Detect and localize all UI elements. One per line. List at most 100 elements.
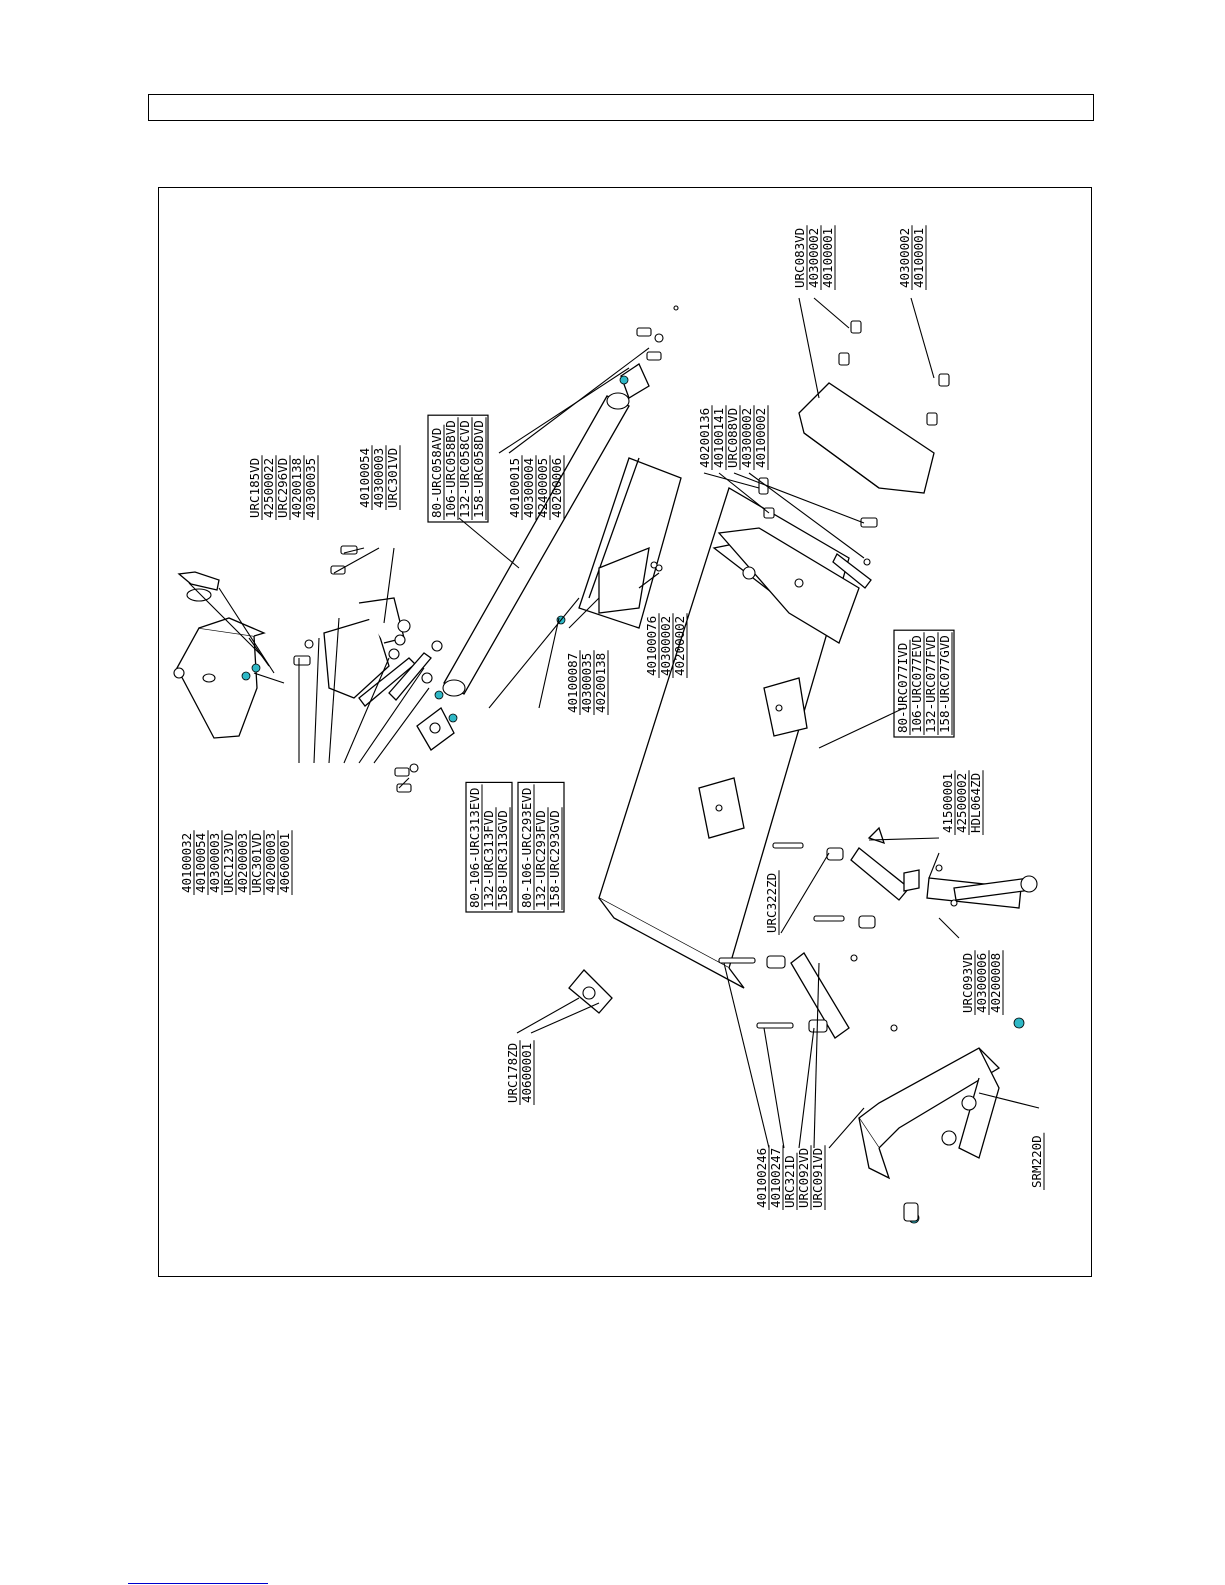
long-shaft: [442, 392, 630, 697]
part-number-label: 80-URC058AVD: [429, 428, 444, 518]
part-number-label: URC301VD: [385, 448, 400, 508]
tube-assembly: [556, 457, 682, 629]
part-number-label: 158-URC058DVD: [471, 420, 486, 518]
part-number-label: HDL064ZD: [968, 773, 983, 833]
bracket-bolts: [241, 545, 443, 684]
part-number-label: 40300002: [658, 616, 673, 676]
part-number-label: 40100002: [753, 408, 768, 468]
part-number-label: 40300002: [739, 408, 754, 468]
part-number-label: URC178ZD: [505, 1043, 520, 1103]
bracket-urc301: [323, 597, 405, 699]
part-number-label: 132-URC058CVD: [457, 420, 472, 518]
part-number-label: 40100246: [754, 1148, 769, 1208]
part-number-label: 42400005: [535, 458, 550, 518]
part-number-label: 40100247: [768, 1148, 783, 1208]
part-number-label: URC185VD: [247, 458, 262, 518]
diagram-canvas: URC185VD42500022URC296VD4020013840300035…: [173, 225, 1045, 1224]
part-number-label: 40300035: [303, 458, 318, 518]
part-number-label: 40300004: [521, 458, 536, 518]
part-number-label: URC301VD: [249, 833, 264, 893]
left-cover-part: [173, 617, 266, 739]
shaft-end-bearing: [619, 305, 679, 399]
main-body-housing: [598, 487, 860, 989]
part-number-label: 40300003: [207, 833, 222, 893]
header-box: [148, 94, 1094, 121]
part-number-label: URC321D: [782, 1155, 797, 1208]
part-number-label: SRM220D: [1029, 1135, 1044, 1188]
part-number-label: 132-URC077FVD: [923, 635, 938, 733]
part-number-label: 41500001: [940, 773, 955, 833]
part-number-label: URC091VD: [810, 1148, 825, 1208]
frame-srm220: [858, 1017, 1025, 1224]
part-number-label: 40100001: [820, 228, 835, 288]
label-box: [427, 414, 489, 523]
part-number-label: 42500002: [954, 773, 969, 833]
part-number-label: 40300006: [974, 953, 989, 1013]
label-group-g-link: URC322ZD: [764, 870, 780, 935]
part-number-label: 40600001: [519, 1043, 534, 1103]
plate-urc178: [568, 969, 613, 1014]
guard-urc083: [798, 320, 950, 494]
leader-lines: [188, 297, 1040, 1149]
part-number-label: 40300002: [897, 228, 912, 288]
part-number-label: 80-URC077IVD: [895, 643, 910, 733]
label-box: [465, 781, 513, 913]
part-number-label: URC093VD: [960, 953, 975, 1013]
part-number-label: 40200138: [593, 653, 608, 713]
small-hinge: [394, 690, 458, 793]
part-number-label: URC083VD: [792, 228, 807, 288]
part-number-label: 80-106-URC313EVD: [467, 788, 482, 908]
part-number-label: 40100001: [911, 228, 926, 288]
part-number-label: 158-URC313GVD: [495, 810, 510, 908]
part-number-label: 40100032: [179, 833, 194, 893]
label-box: [517, 781, 565, 913]
part-number-label: 40300003: [371, 448, 386, 508]
part-number-label: 40200136: [697, 408, 712, 468]
part-number-label: URC296VD: [275, 458, 290, 518]
part-number-label: 40200003: [235, 833, 250, 893]
part-number-label: 40200003: [263, 833, 278, 893]
part-number-label: 40100054: [193, 833, 208, 893]
part-number-label: 40300035: [579, 653, 594, 713]
part-number-label: 106-URC077EVD: [909, 635, 924, 733]
part-number-label: 40100141: [711, 408, 726, 468]
part-number-label: 40200002: [672, 616, 687, 676]
part-number-label: URC322ZD: [764, 873, 779, 933]
part-number-label: URC123VD: [221, 833, 236, 893]
part-number-label: 158-URC293GVD: [547, 810, 562, 908]
footer-link-underline: [128, 1583, 268, 1584]
part-number-label: 158-URC077GVD: [937, 635, 952, 733]
label-group-g-frame: SRM220D: [1029, 1132, 1045, 1190]
part-number-label: URC092VD: [796, 1148, 811, 1208]
top-bracket-plate: [177, 571, 220, 602]
part-number-label: 40200006: [549, 458, 564, 518]
part-number-label: 132-URC293FVD: [533, 810, 548, 908]
part-number-label: 42500022: [261, 458, 276, 518]
part-number-label: 132-URC313FVD: [481, 810, 496, 908]
part-number-label: 106-URC058BVD: [443, 420, 458, 518]
part-number-label: 40100087: [565, 653, 580, 713]
part-number-label: 40100054: [357, 448, 372, 508]
part-number-label: 40300002: [806, 228, 821, 288]
part-number-label: 40200138: [289, 458, 304, 518]
part-number-label: 40200008: [988, 953, 1003, 1013]
part-number-label: 40100076: [644, 616, 659, 676]
